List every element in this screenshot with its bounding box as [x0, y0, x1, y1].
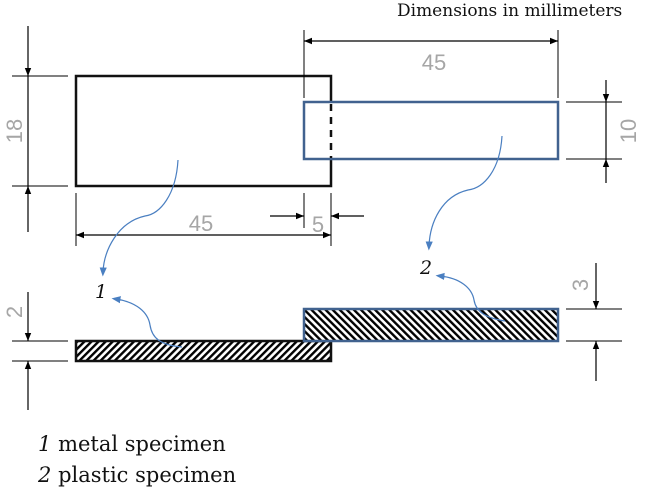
- dim-overlap: 5: [270, 193, 364, 237]
- legend-num: 2: [38, 463, 52, 487]
- leader-plastic-top: [425, 135, 503, 251]
- dim-plastic-thickness: 3: [566, 263, 622, 381]
- dim-label-3: 3: [568, 279, 593, 291]
- leader-plastic-side: [435, 272, 506, 322]
- legend-item-plastic: 2 plastic specimen: [38, 463, 236, 487]
- legend-item-metal: 1 metal specimen: [38, 432, 226, 456]
- legend-num: 1: [38, 432, 52, 456]
- plastic-specimen-top: [302, 100, 560, 161]
- callout-2: 2: [419, 257, 432, 279]
- dim-metal-thickness: 2: [2, 292, 68, 410]
- leader-metal-top: [99, 159, 179, 277]
- dim-label-5: 5: [312, 212, 324, 237]
- top-view: 18 45 10 45 5: [2, 26, 641, 277]
- dim-metal-height: 18: [2, 26, 68, 232]
- callout-1: 1: [95, 281, 107, 303]
- metal-specimen-side: [74, 339, 333, 363]
- dim-label-18: 18: [2, 119, 27, 143]
- plastic-specimen-side: [302, 307, 560, 343]
- dim-label-45-plastic: 45: [422, 50, 446, 75]
- legend-label: metal specimen: [58, 432, 226, 456]
- side-view: 2 3 1 2: [2, 257, 622, 410]
- dim-label-10: 10: [616, 119, 641, 143]
- dim-label-45-metal: 45: [189, 211, 213, 236]
- units-note: Dimensions in millimeters: [397, 1, 623, 21]
- dim-plastic-length: 45: [303, 30, 559, 98]
- leader-metal-side: [111, 296, 183, 348]
- dim-plastic-height: 10: [566, 80, 641, 183]
- metal-specimen-top: [74, 74, 333, 188]
- legend-label: plastic specimen: [58, 463, 237, 487]
- dim-metal-length: 45: [75, 193, 332, 246]
- dim-label-2: 2: [2, 306, 27, 318]
